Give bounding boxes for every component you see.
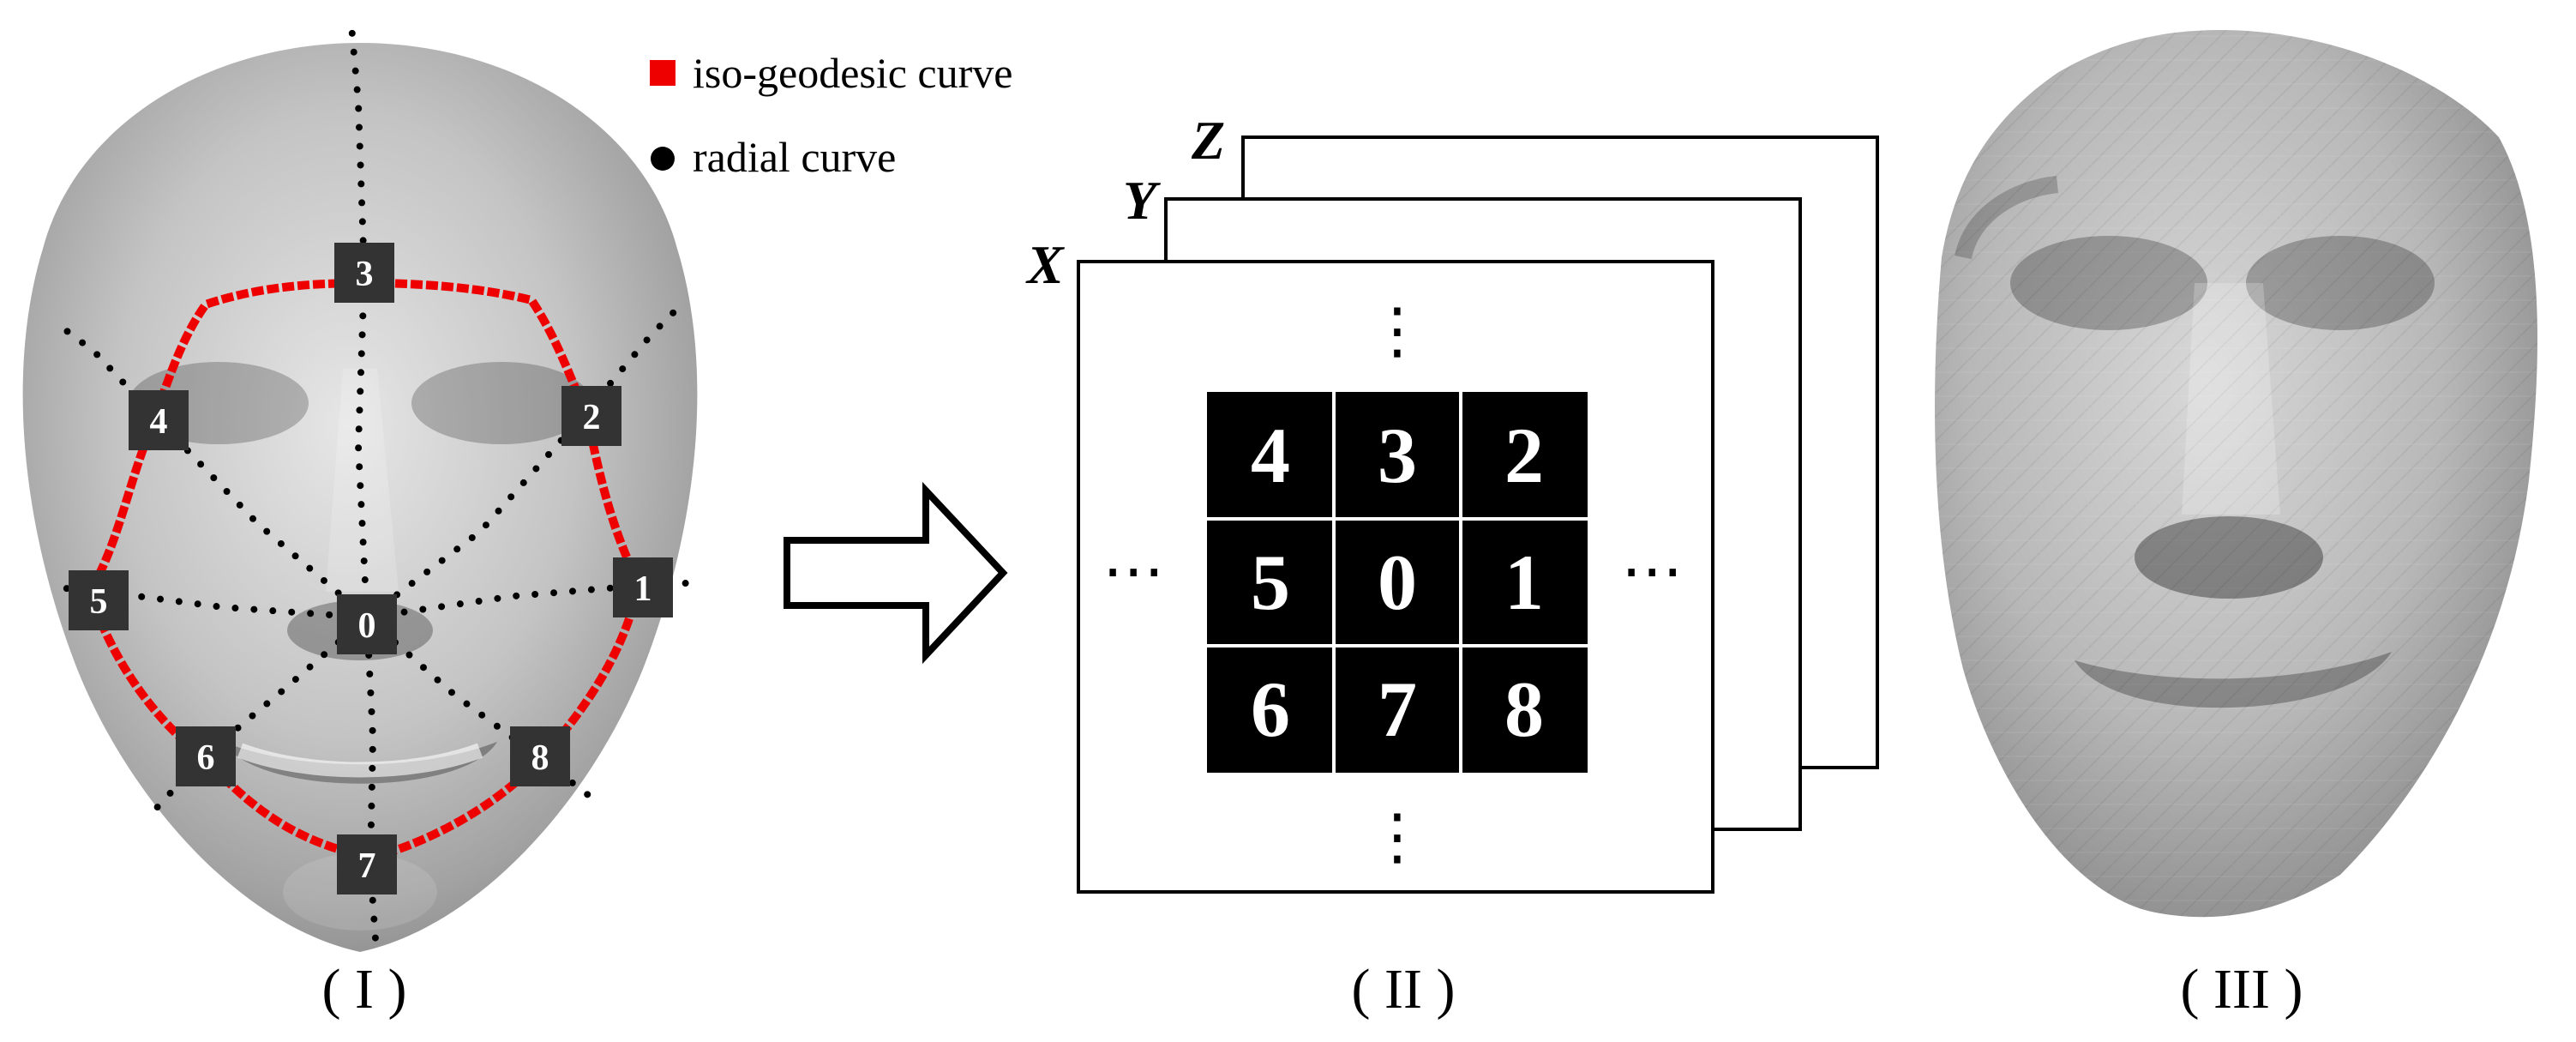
- ellipsis-right: ⋯: [1621, 534, 1683, 606]
- face-scan-image: [22, 43, 698, 952]
- panel-captions: ( I ) ( II ) ( III ): [322, 958, 2303, 1021]
- ellipsis-left: ⋯: [1102, 534, 1164, 606]
- marker-1-label: 1: [634, 569, 652, 609]
- grid-cell: 5: [1207, 519, 1334, 646]
- grid-cell-label: 3: [1378, 412, 1417, 499]
- marker-2-label: 2: [583, 398, 601, 437]
- marker-7-label: 7: [358, 846, 376, 886]
- grid-cell: 7: [1334, 646, 1461, 773]
- legend: iso-geodesic curve radial curve: [650, 49, 1012, 181]
- grid-cell-label: 2: [1504, 412, 1544, 499]
- grid-cell: 0: [1334, 519, 1461, 646]
- marker-4-label: 4: [150, 402, 168, 442]
- marker-3-label: 3: [356, 255, 374, 294]
- grid-cell-label: 7: [1378, 666, 1417, 753]
- radial-legend-marker: [651, 147, 675, 171]
- grid-cell-label: 4: [1251, 412, 1290, 499]
- marker-8-label: 8: [531, 738, 549, 778]
- marker-5: 5: [69, 570, 129, 630]
- marker-6: 6: [176, 726, 236, 786]
- face-markers: 3 2 4 5 1 0 6 8 7: [69, 243, 673, 894]
- iso-legend-label: iso-geodesic curve: [693, 49, 1012, 97]
- marker-4: 4: [129, 390, 189, 450]
- grid-cell: 3: [1334, 392, 1461, 519]
- mesh-face-shading: [1955, 176, 2435, 708]
- marker-7: 7: [337, 834, 397, 894]
- neighborhood-grid: 4 3 2 5 0 1 6 7 8: [1207, 392, 1588, 773]
- marker-6-label: 6: [197, 738, 215, 778]
- grid-cell-label: 1: [1504, 539, 1544, 626]
- ellipsis-bottom: ⋮: [1366, 800, 1428, 872]
- layer-y-label: Y: [1123, 170, 1161, 231]
- marker-1: 1: [613, 557, 673, 617]
- ellipsis-marks: ⋮ ⋮ ⋯ ⋯: [1102, 294, 1683, 872]
- mesh-face-panel: [1935, 30, 2538, 918]
- grid-cell: 6: [1207, 646, 1334, 773]
- caption-panel-1: ( I ): [322, 958, 407, 1021]
- hollow-right-arrow-icon: [784, 481, 1008, 665]
- grid-cell: 1: [1461, 519, 1588, 646]
- radial-legend-label: radial curve: [693, 133, 896, 181]
- marker-3: 3: [334, 243, 394, 303]
- grid-cell: 8: [1461, 646, 1588, 773]
- grid-cell: 2: [1461, 392, 1588, 519]
- grid-cell-label: 0: [1378, 539, 1417, 626]
- iso-legend-swatch: [650, 60, 676, 86]
- grid-lines: [1207, 392, 1588, 773]
- marker-0-label: 0: [358, 606, 376, 646]
- marker-5-label: 5: [90, 582, 108, 622]
- grid-cell: 4: [1207, 392, 1334, 519]
- grid-cell-label: 6: [1251, 666, 1290, 753]
- grid-cell-label: 8: [1504, 666, 1544, 753]
- grid-cell-label: 5: [1251, 539, 1290, 626]
- layer-z-label: Z: [1191, 110, 1225, 171]
- caption-panel-3: ( III ): [2181, 958, 2303, 1021]
- layer-labels: Z Y X: [1025, 110, 1225, 295]
- layer-x-label: X: [1025, 234, 1065, 295]
- caption-panel-2: ( II ): [1352, 958, 1456, 1021]
- mesh-facets: [1935, 30, 2538, 918]
- radial-curves: [48, 22, 689, 943]
- marker-0: 0: [337, 594, 397, 654]
- marker-8: 8: [510, 726, 570, 786]
- marker-2: 2: [561, 386, 621, 446]
- ellipsis-top: ⋮: [1366, 294, 1428, 366]
